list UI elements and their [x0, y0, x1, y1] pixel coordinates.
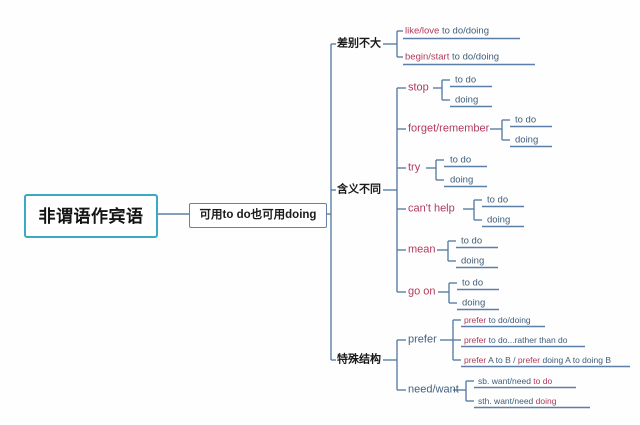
leaf-prefer-2-text: to do...rather than do [486, 334, 568, 345]
leaf-prefer-3-text: A to B / [486, 354, 518, 365]
leaf-like-love-text: to do/doing [439, 25, 489, 37]
leaf-prefer-1: prefer to do/doing [464, 316, 531, 325]
leaf-forget-todo: to do [515, 114, 537, 126]
verb-try[interactable]: try [408, 161, 421, 174]
leaf-begin-start-text: to do/doing [449, 51, 500, 63]
leaf-begin-start: begin/start to do/doing [405, 52, 499, 62]
leaf-prefer-3-verb: prefer [464, 354, 487, 365]
leaf-needwant-2: sth. want/need doing [478, 397, 556, 406]
leaf-prefer-3-text2: doing A to doing B [540, 354, 612, 365]
leaf-stop-doing: doing [455, 94, 479, 106]
leaf-goon-todo: to do [462, 277, 484, 289]
leaf-mean-doing: doing [461, 255, 485, 267]
category-label-1[interactable]: 差别不大 [337, 37, 381, 50]
leaf-prefer-2-verb: prefer [464, 334, 487, 345]
leaf-forget-doing: doing [515, 134, 539, 146]
verb-need-want[interactable]: need/want [408, 383, 459, 396]
leaf-prefer-3: prefer A to B / prefer doing A to doing … [464, 356, 611, 365]
leaf-needwant-1-text: to do [533, 375, 553, 386]
verb-cant-help[interactable]: can't help [408, 202, 455, 215]
leaf-prefer-3-verb2: prefer [517, 354, 541, 365]
level2-node[interactable]: 可用to do也可用doing [189, 203, 327, 228]
verb-mean[interactable]: mean [408, 243, 436, 256]
leaf-needwant-1: sb. want/need to do [478, 377, 552, 386]
category-label-2[interactable]: 含义不同 [337, 183, 381, 196]
leaf-goon-doing: doing [462, 297, 486, 309]
leaf-stop-todo: to do [455, 74, 477, 86]
verb-go-on[interactable]: go on [408, 285, 436, 298]
verb-prefer[interactable]: prefer [408, 333, 437, 346]
root-node[interactable]: 非谓语作宾语 [24, 194, 158, 238]
leaf-needwant-2-prefix: sth. want/need [478, 395, 536, 406]
leaf-canthelp-todo: to do [487, 194, 509, 206]
leaf-needwant-2-text: doing [535, 395, 557, 406]
verb-forget-remember[interactable]: forget/remember [408, 122, 490, 135]
leaf-begin-start-verb: begin/start [405, 51, 450, 63]
leaf-like-love-verb: like/love [405, 25, 440, 37]
leaf-try-doing: doing [450, 174, 474, 186]
leaf-mean-todo: to do [461, 235, 483, 247]
leaf-canthelp-doing: doing [487, 214, 511, 226]
leaf-needwant-1-prefix: sb. want/need [478, 375, 534, 386]
category-label-3[interactable]: 特殊结构 [337, 353, 381, 366]
leaf-prefer-1-text: to do/doing [486, 314, 531, 325]
verb-stop[interactable]: stop [408, 81, 429, 94]
leaf-prefer-1-verb: prefer [464, 314, 487, 325]
leaf-prefer-2: prefer to do...rather than do [464, 336, 568, 345]
root-node-label: 非谓语作宾语 [38, 206, 144, 226]
leaf-try-todo: to do [450, 154, 472, 166]
leaf-like-love: like/love to do/doing [405, 26, 489, 36]
level2-node-label: 可用to do也可用doing [199, 208, 317, 221]
